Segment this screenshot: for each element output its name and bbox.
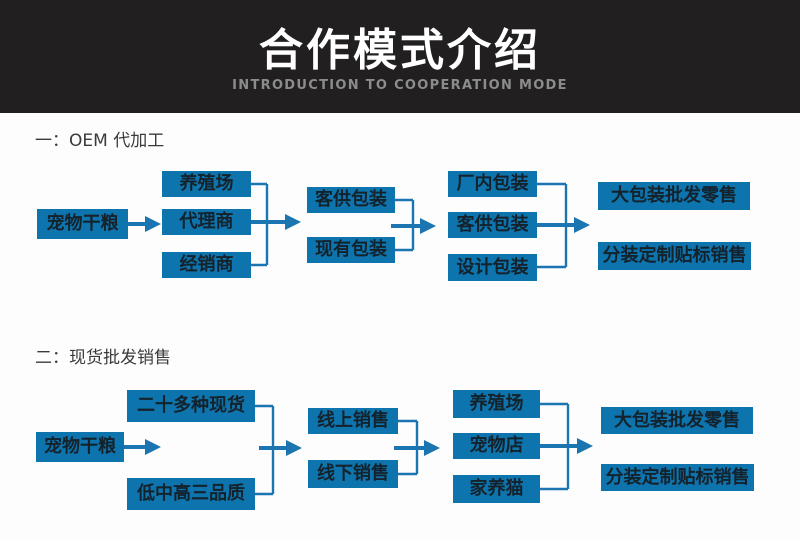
- node-s1-existing-packaging: 现有包装: [307, 237, 395, 263]
- node-s1-bulk-wholesale-retail: 大包装批发零售: [598, 182, 750, 210]
- node-s2-source: 宠物干粮: [36, 432, 124, 462]
- node-s2-quality-grades: 低中高三品质: [127, 478, 255, 510]
- node-s2-home-cat: 家养猫: [453, 475, 540, 503]
- node-s2-custom-label-sales: 分装定制贴标销售: [601, 464, 754, 491]
- node-s1-factory-packaging: 厂内包装: [448, 171, 537, 197]
- node-s1-distributor: 经销商: [162, 252, 251, 278]
- section1-arrows: [128, 182, 590, 269]
- node-s1-custom-label-sales: 分装定制贴标销售: [598, 242, 751, 270]
- section1-heading: 一：OEM 代加工: [35, 131, 165, 151]
- node-s1-source: 宠物干粮: [37, 209, 128, 239]
- node-s1-customer-packaging-2: 客供包装: [448, 212, 537, 238]
- node-s2-pet-store: 宠物店: [453, 433, 540, 459]
- page-subtitle: INTRODUCTION TO COOPERATION MODE: [232, 78, 568, 93]
- node-s1-designed-packaging: 设计包装: [448, 254, 537, 281]
- node-s2-farm: 养殖场: [453, 390, 540, 418]
- section2-arrows: [124, 402, 593, 496]
- section2-heading: 二：现货批发销售: [35, 348, 171, 368]
- page-title: 合作模式介绍: [259, 25, 541, 76]
- node-s2-online-sales: 线上销售: [308, 408, 398, 434]
- node-s2-bulk-wholesale-retail: 大包装批发零售: [601, 407, 753, 434]
- node-s1-farm: 养殖场: [162, 171, 251, 197]
- header-banner: 合作模式介绍 INTRODUCTION TO COOPERATION MODE: [0, 0, 800, 113]
- node-s2-offline-sales: 线下销售: [308, 460, 398, 488]
- node-s1-customer-packaging: 客供包装: [307, 187, 395, 213]
- node-s1-agent: 代理商: [162, 209, 251, 235]
- node-s2-stock-variety: 二十多种现货: [127, 390, 255, 422]
